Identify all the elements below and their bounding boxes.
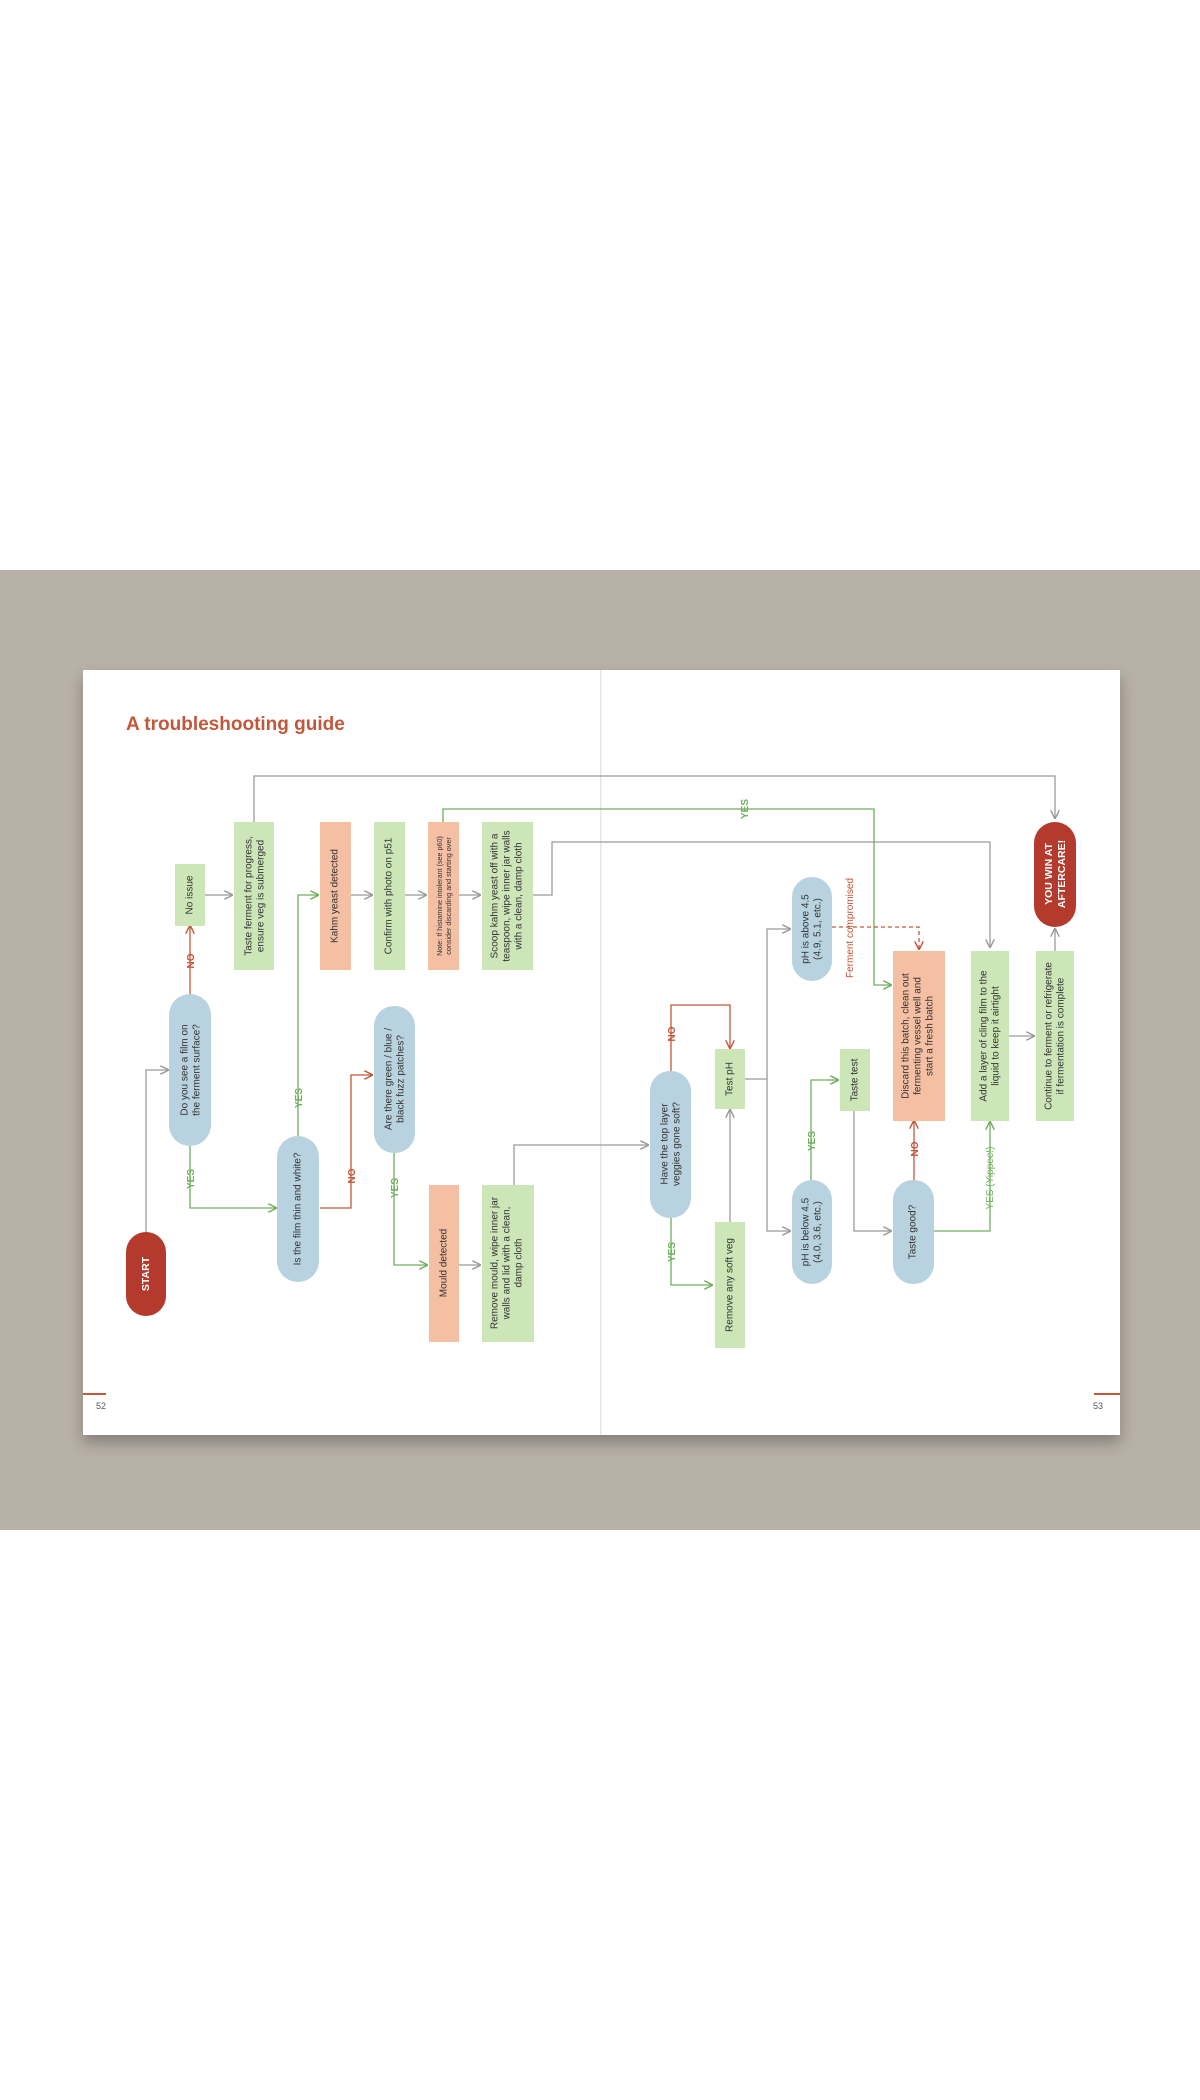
node-soft-question: Have the top layer veggies gone soft? — [650, 1071, 691, 1218]
node-remove-mould-line1: Remove mould, wipe inner jar — [490, 1196, 501, 1329]
page-number-left: 52 — [96, 1401, 106, 1411]
label-soft-yes: YES — [667, 1242, 678, 1262]
edge-thin-yes — [297, 895, 318, 1136]
node-scoop-kahm: Scoop kahm yeast off with a teaspoon, wi… — [482, 822, 533, 970]
node-remove-mould-line2: walls and lid with a clean, — [502, 1207, 513, 1321]
node-win-aftercare: YOU WIN AT AFTERCARE! — [1034, 822, 1076, 927]
edge-soft-yes — [670, 1218, 712, 1285]
label-note-yes: YES — [740, 799, 751, 819]
edge-fuzz-yes — [393, 1153, 427, 1265]
node-win-line2: AFTERCARE! — [1056, 840, 1068, 908]
node-cling-line1: Add a layer of cling film to the — [979, 970, 990, 1102]
node-histamine-note: Note: If histamine intolerant (see p60) … — [428, 822, 459, 970]
node-taste-test: Taste test — [840, 1049, 870, 1111]
node-taste-good: Taste good? — [893, 1180, 934, 1284]
label-film-no: NO — [186, 953, 197, 968]
edge-soft-no — [670, 1004, 730, 1071]
node-scoop-line1: Scoop kahm yeast off with a — [490, 833, 501, 958]
edge-good-yes — [934, 1122, 990, 1232]
label-good-no: NO — [910, 1141, 921, 1156]
edge-note-yes-discard — [442, 808, 891, 985]
node-start: START — [126, 1232, 166, 1316]
node-film-question-line1: Do you see a film on — [180, 1024, 191, 1115]
label-thin-yes: YES — [294, 1088, 305, 1108]
node-film-question-line2: the ferment surface? — [192, 1024, 203, 1116]
edge-taste-to-win — [253, 775, 1055, 822]
node-discard-batch: Discard this batch, clean out fermenting… — [893, 951, 945, 1121]
node-taste-progress: Taste ferment for progress, ensure veg i… — [234, 822, 274, 970]
node-kahm-detected: Kahm yeast detected — [320, 822, 351, 970]
node-discard-line3: start a fresh batch — [925, 996, 936, 1076]
node-cling-line2: liquid to keep it airtight — [991, 986, 1002, 1086]
node-fuzz-line1: Are there green / blue / — [384, 1028, 395, 1131]
node-confirm-photo: Confirm with photo on p51 — [374, 822, 405, 970]
node-remove-mould-line3: damp cloth — [514, 1239, 525, 1288]
node-note-line2: consider discarding and starting over — [444, 837, 453, 955]
edge-below-yes — [810, 1080, 838, 1180]
node-discard-line2: fermenting vessel well and — [913, 977, 924, 1095]
node-confirm-label: Confirm with photo on p51 — [384, 837, 395, 954]
node-start-label: START — [140, 1256, 152, 1291]
edge-remove-to-soft — [513, 1145, 648, 1185]
edge-thin-no — [320, 1075, 372, 1209]
node-taste-good-label: Taste good? — [908, 1204, 919, 1259]
edge-start-to-film — [145, 1070, 168, 1232]
label-ferment-compromised: Ferment compromised — [845, 878, 856, 978]
node-ph-below-line2: (4.0, 3.6, etc.) — [813, 1201, 824, 1263]
edge-above-compromised — [832, 926, 919, 949]
node-soft-line1: Have the top layer — [660, 1103, 671, 1185]
edge-test-to-above — [745, 929, 790, 1080]
node-taste-test-label: Taste test — [850, 1058, 861, 1101]
node-ph-below: pH is below 4.5 (4.0, 3.6, etc.) — [792, 1180, 832, 1284]
node-remove-soft-label: Remove any soft veg — [725, 1238, 736, 1332]
node-fuzz-question: Are there green / blue / black fuzz patc… — [374, 1006, 415, 1153]
edge-film-yes — [189, 1146, 276, 1208]
label-thin-no: NO — [347, 1168, 358, 1183]
node-ph-above-line2: (4.9, 5.1, etc.) — [813, 898, 824, 960]
node-win-line1: YOU WIN AT — [1043, 843, 1055, 905]
node-ph-above-line1: pH is above 4.5 — [801, 894, 812, 964]
label-film-yes: YES — [186, 1169, 197, 1189]
label-below-yes: YES — [807, 1131, 818, 1151]
label-fuzz-yes: YES — [390, 1178, 401, 1198]
node-continue-line2: if fermentation is complete — [1056, 977, 1067, 1094]
node-thin-white-label: Is the film thin and white? — [293, 1152, 304, 1265]
node-taste-progress-line2: ensure veg is submerged — [256, 840, 267, 952]
node-mould-label: Mould detected — [439, 1229, 450, 1297]
node-taste-progress-line1: Taste ferment for progress, — [244, 836, 255, 956]
node-cling-film: Add a layer of cling film to the liquid … — [971, 951, 1009, 1121]
page-title: A troubleshooting guide — [126, 714, 345, 735]
edge-scoop-to-cling — [533, 841, 990, 947]
node-scoop-line2: teaspoon, wipe inner jar walls — [502, 830, 513, 961]
node-note-line1: Note: If histamine intolerant (see p60) — [435, 836, 444, 956]
node-continue-ferment: Continue to ferment or refrigerate if fe… — [1036, 951, 1074, 1121]
node-fuzz-line2: black fuzz patches? — [396, 1035, 407, 1123]
node-film-question: Do you see a film on the ferment surface… — [169, 994, 211, 1146]
node-test-ph: Test pH — [715, 1049, 745, 1109]
node-test-ph-label: Test pH — [725, 1062, 736, 1096]
node-discard-line1: Discard this batch, clean out — [901, 973, 912, 1099]
node-no-issue: No issue — [175, 864, 205, 926]
node-mould-detected: Mould detected — [429, 1185, 459, 1342]
node-kahm-label: Kahm yeast detected — [330, 849, 341, 943]
label-soft-no: NO — [667, 1026, 678, 1041]
label-good-yes-yippee: YES (Yippee!) — [985, 1147, 996, 1210]
node-no-issue-label: No issue — [185, 875, 196, 914]
node-ph-above: pH is above 4.5 (4.9, 5.1, etc.) — [792, 877, 832, 981]
book-gutter — [600, 670, 602, 1435]
node-scoop-line3: with a clean, damp cloth — [514, 842, 525, 950]
node-thin-white-question: Is the film thin and white? — [277, 1136, 319, 1282]
edge-test-to-below — [766, 1079, 790, 1231]
node-remove-mould: Remove mould, wipe inner jar walls and l… — [482, 1185, 534, 1342]
page-number-right: 53 — [1093, 1401, 1103, 1411]
edge-tastetest-to-good — [853, 1111, 891, 1231]
node-ph-below-line1: pH is below 4.5 — [801, 1197, 812, 1266]
node-continue-line1: Continue to ferment or refrigerate — [1044, 962, 1055, 1110]
node-soft-line2: veggies gone soft? — [672, 1102, 683, 1186]
node-remove-soft: Remove any soft veg — [715, 1222, 745, 1348]
